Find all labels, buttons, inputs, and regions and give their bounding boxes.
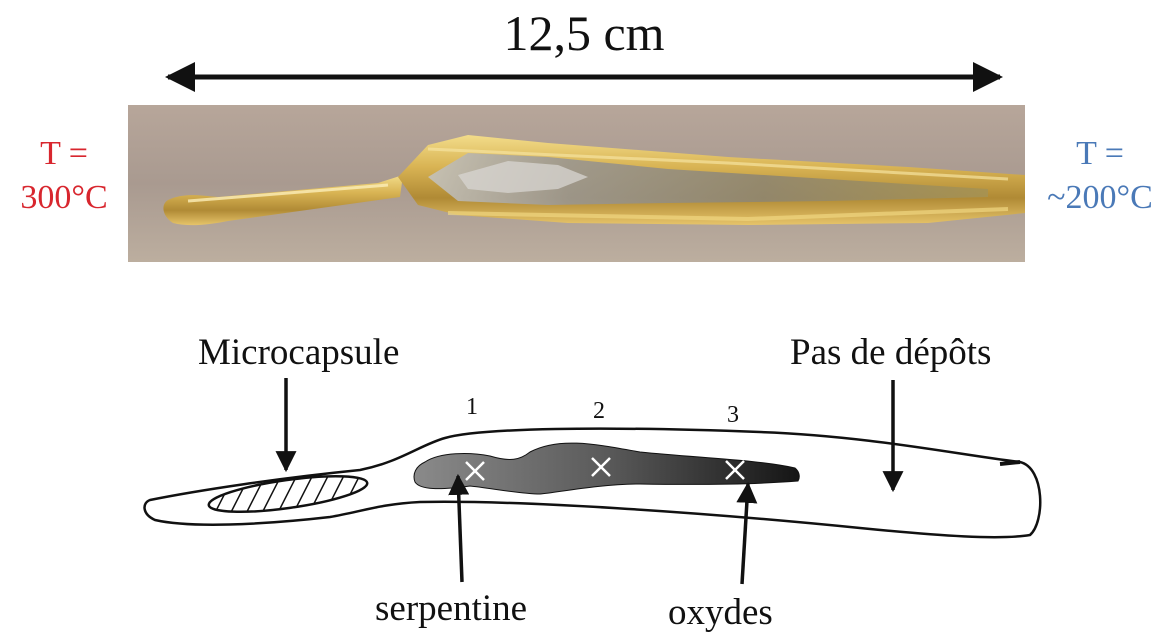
zone-number-3: 3 bbox=[727, 402, 739, 428]
zone-number-2: 2 bbox=[593, 398, 605, 424]
zone-number-1: 1 bbox=[466, 394, 478, 420]
microcapsule-label: Microcapsule bbox=[198, 332, 399, 373]
serpentine-label: serpentine bbox=[375, 588, 527, 629]
oxides-label: oxydes bbox=[668, 592, 773, 632]
no-deposits-label: Pas de dépôts bbox=[790, 332, 991, 373]
